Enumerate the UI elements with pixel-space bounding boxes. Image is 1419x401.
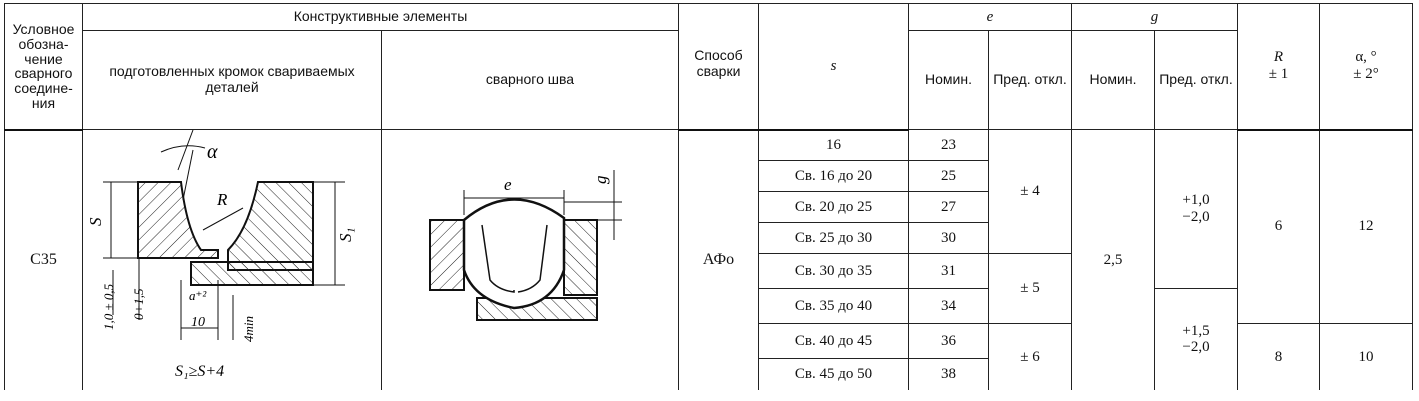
alpha-label: α, ° bbox=[1355, 49, 1377, 66]
alpha-cell-2: 10 bbox=[1319, 323, 1413, 390]
g-label: g bbox=[591, 176, 610, 185]
g-nomin-header: Номин. bbox=[1071, 30, 1155, 130]
alpha-label: α bbox=[207, 141, 218, 163]
g-header: g bbox=[1071, 3, 1238, 31]
r-label: R bbox=[1273, 49, 1284, 66]
edge-preparation-drawing: α R S S₁ 1,0 ± 0,5 0+1,5 a⁺² 10 4min S₁≥… bbox=[86, 130, 355, 380]
alpha-header: α, ° ± 2° bbox=[1319, 3, 1413, 131]
ten-label: 10 bbox=[191, 315, 205, 330]
e-nomin-cell: 27 bbox=[908, 191, 989, 223]
e-header: e bbox=[908, 3, 1072, 31]
s-value-cell: Св. 30 до 35 bbox=[758, 252, 909, 290]
s-value-cell: Св. 16 до 20 bbox=[758, 160, 909, 192]
welding-method-header: Способ сварки bbox=[678, 3, 759, 131]
s-value-cell: 16 bbox=[758, 129, 909, 161]
e-nomin-cell: 23 bbox=[908, 129, 989, 161]
g-tol-lower-1: −2,0 bbox=[1182, 209, 1210, 226]
e-nomin-cell: 34 bbox=[908, 288, 989, 325]
e-label: e bbox=[504, 175, 512, 194]
alpha-tolerance: ± 2° bbox=[1353, 66, 1379, 83]
tolerance-1-label: 1,0 ± 0,5 bbox=[101, 283, 116, 330]
r-label: R bbox=[216, 190, 228, 209]
e-tol-cell: ± 4 bbox=[988, 129, 1072, 254]
s-value-cell: Св. 40 до 45 bbox=[758, 323, 909, 360]
s-label: S bbox=[86, 217, 105, 226]
g-tol-cell-2: +1,5 −2,0 bbox=[1154, 288, 1238, 390]
e-nomin-cell: 31 bbox=[908, 252, 989, 290]
g-nomin-cell: 2,5 bbox=[1071, 128, 1155, 390]
r-tolerance: ± 1 bbox=[1268, 66, 1289, 83]
weld-seam-header: сварного шва bbox=[381, 30, 679, 130]
g-tol-header: Пред. откл. bbox=[1154, 30, 1238, 130]
g-tol-lower-2: −2,0 bbox=[1182, 339, 1210, 356]
s-value-cell: Св. 25 до 30 bbox=[758, 222, 909, 254]
g-tol-upper-2: +1,5 bbox=[1182, 322, 1210, 339]
a2-label: a⁺² bbox=[189, 288, 207, 303]
method-cell: АФо bbox=[678, 128, 759, 390]
standard-table: Условное обозна- чение сварного соедине-… bbox=[4, 3, 1413, 390]
s-value-cell: Св. 45 до 50 bbox=[758, 358, 909, 390]
s1-condition-label: S₁≥S+4 bbox=[175, 363, 224, 380]
s1-label: S₁ bbox=[336, 228, 355, 242]
s-value-cell: Св. 35 до 40 bbox=[758, 288, 909, 325]
e-nomin-cell: 38 bbox=[908, 358, 989, 390]
e-nomin-header: Номин. bbox=[908, 30, 989, 130]
g-tol-cell-1: +1,0 −2,0 bbox=[1154, 128, 1238, 289]
four-min-label: 4min bbox=[241, 316, 256, 342]
r-cell-1: 6 bbox=[1237, 128, 1320, 325]
e-tol-header: Пред. откл. bbox=[988, 30, 1072, 130]
weld-seam-drawing: e g bbox=[381, 128, 679, 390]
e-nomin-cell: 25 bbox=[908, 160, 989, 192]
e-nomin-cell: 30 bbox=[908, 222, 989, 254]
s-header: s bbox=[758, 3, 909, 131]
tolerance-0-label: 0+1,5 bbox=[131, 288, 146, 320]
alpha-cell-1: 12 bbox=[1319, 128, 1413, 325]
r-header: R ± 1 bbox=[1237, 3, 1320, 131]
s-value-cell: Св. 20 до 25 bbox=[758, 191, 909, 223]
constructive-header: Конструктивные элементы bbox=[82, 3, 679, 31]
g-tol-upper-1: +1,0 bbox=[1182, 192, 1210, 209]
e-tol-cell: ± 5 bbox=[988, 252, 1072, 325]
e-tol-cell: ± 6 bbox=[988, 323, 1072, 390]
prepared-edges-header: подготовленных кромок свариваемых детале… bbox=[82, 30, 382, 130]
r-cell-2: 8 bbox=[1237, 323, 1320, 390]
designation-header: Условное обозна- чение сварного соедине-… bbox=[4, 3, 83, 131]
designation-cell: С35 bbox=[4, 128, 83, 390]
e-nomin-cell: 36 bbox=[908, 323, 989, 360]
weld-seam-drawing-svg: e g bbox=[429, 170, 622, 321]
prepared-edges-drawing: α R S S₁ 1,0 ± 0,5 0+1,5 a⁺² 10 4min S₁≥… bbox=[82, 128, 382, 390]
